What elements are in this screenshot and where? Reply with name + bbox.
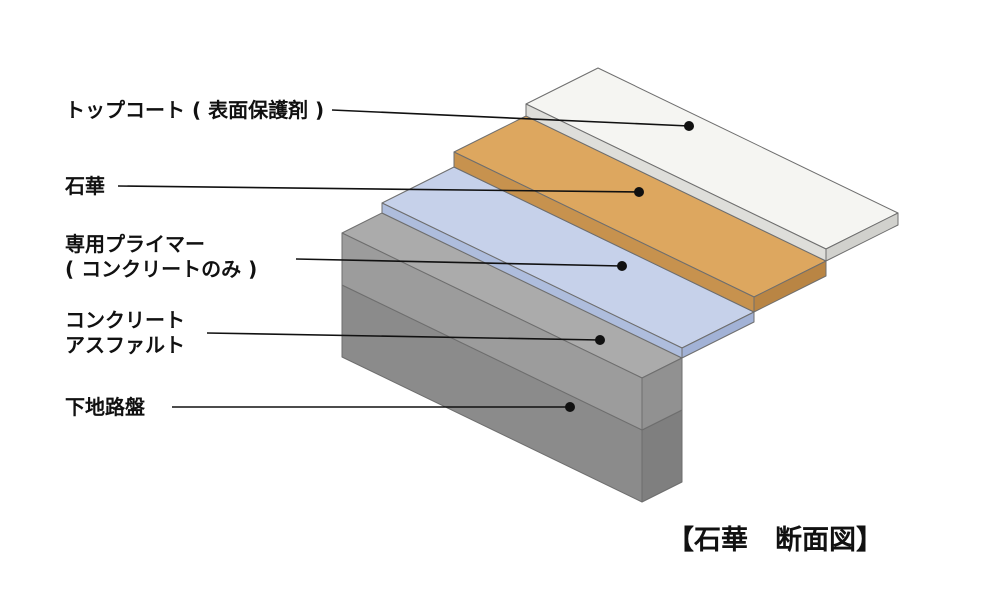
topcoat-leader-line <box>331 109 690 127</box>
diagram-title: 【石華 断面図】 <box>667 525 883 556</box>
primer-label-line1: 専用プライマー <box>65 232 205 256</box>
concrete-label-line2: アスファルト <box>65 333 185 357</box>
primer-label-line2: ( コンクリートのみ ) <box>65 257 257 281</box>
sekka-label: 石華 <box>64 174 105 198</box>
topcoat-dot <box>684 121 694 131</box>
sekka-layer-end-face <box>753 260 827 313</box>
concrete-layer-end-face <box>641 357 683 431</box>
topcoat-label: トップコート ( 表面保護剤 ) <box>65 98 324 122</box>
primer-layer-end-face <box>681 311 755 359</box>
sekka-leader-line <box>117 185 640 193</box>
primer-dot <box>617 261 627 271</box>
base-dot <box>565 402 575 412</box>
concrete-dot <box>595 335 605 345</box>
concrete-label-line1: コンクリート <box>65 308 185 332</box>
sekka-dot <box>634 187 644 197</box>
concrete-leader-line <box>206 332 601 341</box>
primer-leader-line <box>295 258 623 267</box>
topcoat-layer-end-face <box>825 212 899 262</box>
base-label: 下地路盤 <box>65 395 146 419</box>
